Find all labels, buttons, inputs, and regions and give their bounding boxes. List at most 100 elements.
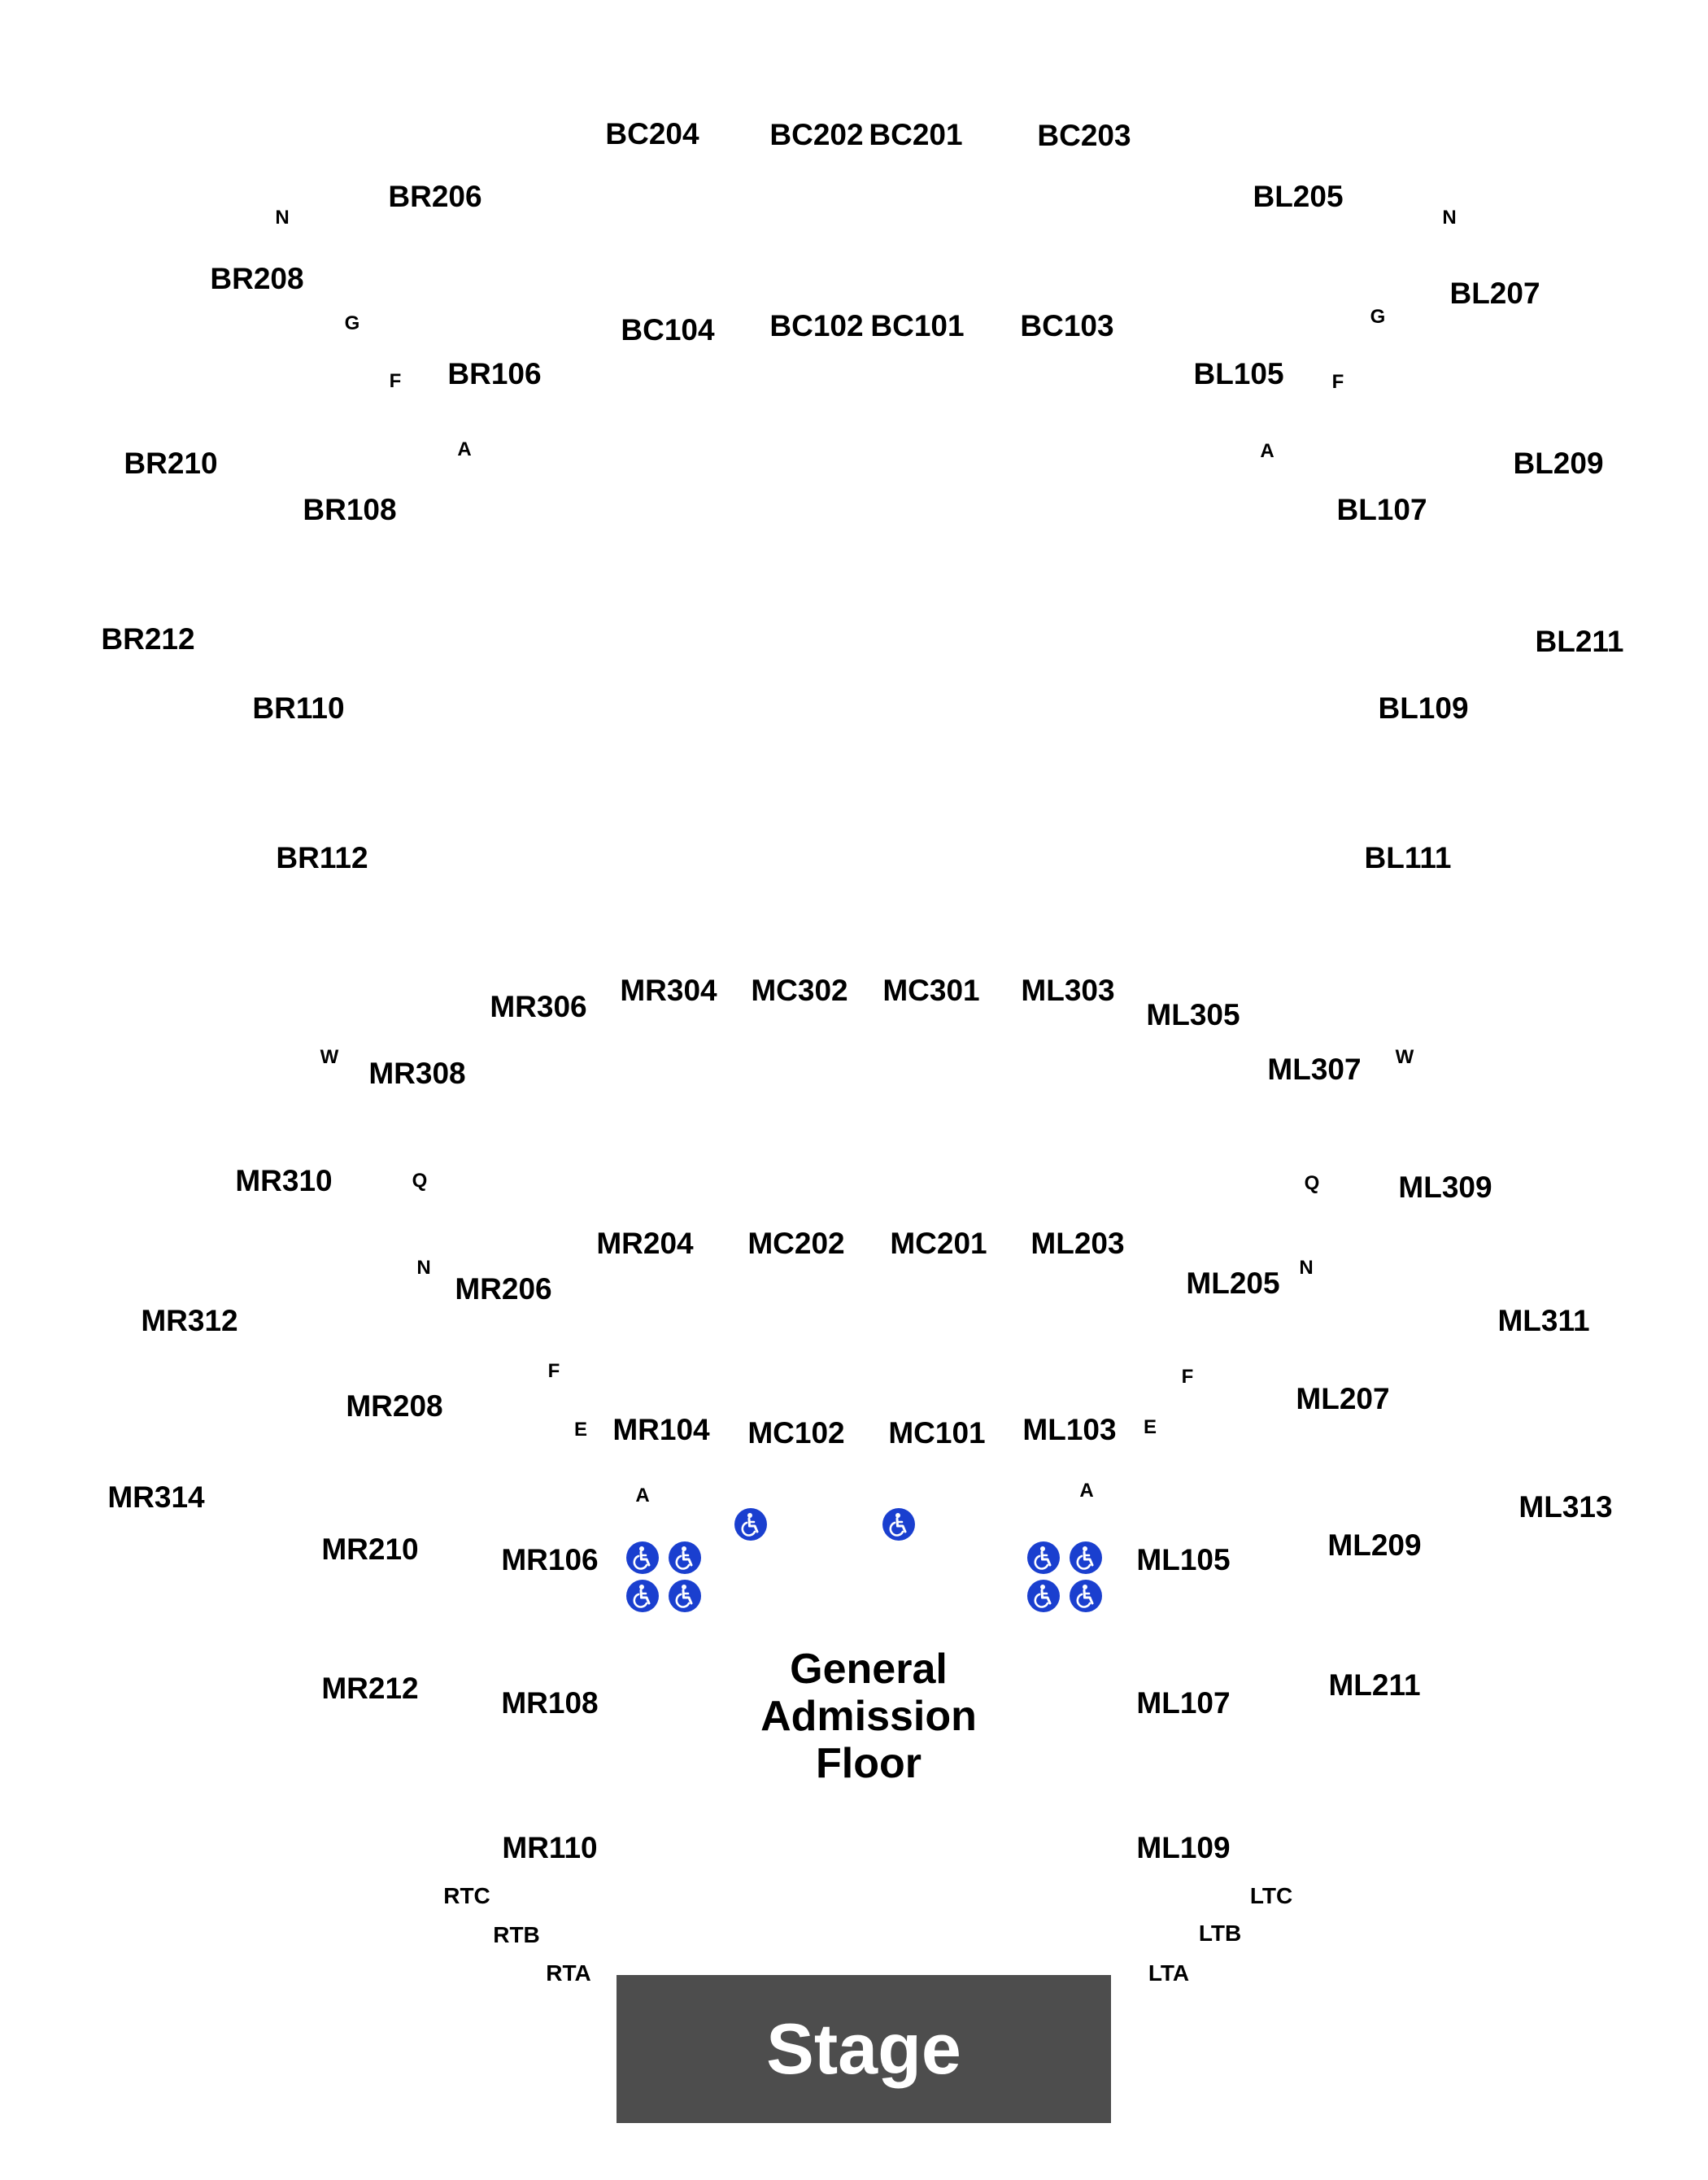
section-bc103[interactable]: BC103 bbox=[1020, 309, 1114, 342]
row-label-a: A bbox=[1260, 440, 1274, 462]
section-mr104[interactable]: MR104 bbox=[612, 1413, 710, 1446]
section-ml303[interactable]: ML303 bbox=[1021, 974, 1115, 1007]
section-br212[interactable]: BR212 bbox=[101, 622, 195, 656]
row-label-g: G bbox=[1370, 306, 1386, 328]
row-label-f: F bbox=[1181, 1366, 1194, 1388]
row-label-a: A bbox=[635, 1485, 650, 1506]
section-bc101[interactable]: BC101 bbox=[870, 309, 965, 342]
section-ml109[interactable]: ML109 bbox=[1136, 1831, 1231, 1864]
box-lta[interactable]: LTA bbox=[1148, 1960, 1190, 1986]
section-bl211[interactable]: BL211 bbox=[1535, 625, 1624, 658]
section-ml211[interactable]: ML211 bbox=[1328, 1668, 1421, 1702]
section-mc101[interactable]: MC101 bbox=[888, 1416, 986, 1450]
section-mr106[interactable]: MR106 bbox=[501, 1543, 599, 1576]
wheelchair-icon[interactable] bbox=[626, 1541, 659, 1574]
row-label-w: W bbox=[1395, 1046, 1414, 1068]
row-label-n: N bbox=[416, 1257, 431, 1279]
section-bl111[interactable]: BL111 bbox=[1364, 841, 1452, 874]
section-br106[interactable]: BR106 bbox=[447, 357, 542, 390]
section-bc202[interactable]: BC202 bbox=[769, 118, 864, 151]
section-mr110[interactable]: MR110 bbox=[502, 1831, 598, 1864]
section-ml313[interactable]: ML313 bbox=[1518, 1490, 1613, 1524]
box-rta[interactable]: RTA bbox=[546, 1960, 591, 1986]
section-br206[interactable]: BR206 bbox=[388, 180, 482, 213]
row-label-n: N bbox=[1442, 207, 1457, 229]
row-label-e: E bbox=[1143, 1416, 1157, 1438]
row-label-n: N bbox=[275, 207, 290, 229]
section-bc204[interactable]: BC204 bbox=[605, 117, 699, 150]
section-mr308[interactable]: MR308 bbox=[368, 1057, 466, 1090]
box-ltc[interactable]: LTC bbox=[1249, 1883, 1293, 1908]
floor-label-line: General bbox=[790, 1646, 948, 1693]
section-mr306[interactable]: MR306 bbox=[490, 990, 587, 1023]
section-ml309[interactable]: ML309 bbox=[1398, 1171, 1492, 1204]
stage-label: Stage bbox=[766, 2008, 961, 2089]
row-label-e: E bbox=[573, 1419, 588, 1441]
wheelchair-icon[interactable] bbox=[1027, 1541, 1060, 1574]
section-mc302[interactable]: MC302 bbox=[751, 974, 848, 1007]
section-bc203[interactable]: BC203 bbox=[1037, 119, 1131, 152]
section-mc201[interactable]: MC201 bbox=[890, 1227, 987, 1260]
row-label-f: F bbox=[547, 1360, 560, 1382]
section-ml305[interactable]: ML305 bbox=[1146, 998, 1240, 1031]
general-admission-floor[interactable]: General Admission Floor bbox=[760, 1646, 977, 1787]
wheelchair-icon[interactable] bbox=[669, 1580, 701, 1612]
wheelchair-icon[interactable] bbox=[882, 1508, 915, 1541]
section-br208[interactable]: BR208 bbox=[210, 262, 304, 295]
wheelchair-icon[interactable] bbox=[1070, 1541, 1102, 1574]
row-label-w: W bbox=[320, 1046, 339, 1068]
section-bl207[interactable]: BL207 bbox=[1449, 277, 1540, 310]
section-ml105[interactable]: ML105 bbox=[1136, 1543, 1231, 1576]
section-ml103[interactable]: ML103 bbox=[1022, 1413, 1117, 1446]
section-bc201[interactable]: BC201 bbox=[869, 118, 963, 151]
section-bl109[interactable]: BL109 bbox=[1378, 691, 1469, 725]
wheelchair-icon[interactable] bbox=[1070, 1580, 1102, 1612]
section-mr206[interactable]: MR206 bbox=[455, 1272, 552, 1306]
section-mc301[interactable]: MC301 bbox=[882, 974, 980, 1007]
row-label-a: A bbox=[457, 438, 472, 460]
section-bl205[interactable]: BL205 bbox=[1253, 180, 1344, 213]
section-bl105[interactable]: BL105 bbox=[1193, 357, 1284, 390]
wheelchair-icon[interactable] bbox=[626, 1580, 659, 1612]
row-label-a: A bbox=[1079, 1480, 1094, 1502]
section-bl209[interactable]: BL209 bbox=[1513, 447, 1604, 480]
row-label-q: Q bbox=[412, 1170, 428, 1192]
row-label-f: F bbox=[389, 370, 402, 392]
section-br108[interactable]: BR108 bbox=[303, 493, 397, 526]
section-bc102[interactable]: BC102 bbox=[769, 309, 864, 342]
section-ml209[interactable]: ML209 bbox=[1327, 1528, 1422, 1562]
section-ml207[interactable]: ML207 bbox=[1296, 1382, 1390, 1415]
row-label-q: Q bbox=[1304, 1172, 1320, 1194]
wheelchair-icon[interactable] bbox=[1027, 1580, 1060, 1612]
section-ml107[interactable]: ML107 bbox=[1136, 1686, 1231, 1720]
section-br112[interactable]: BR112 bbox=[276, 841, 368, 874]
box-rtb[interactable]: RTB bbox=[493, 1922, 540, 1947]
section-mr210[interactable]: MR210 bbox=[321, 1533, 419, 1566]
row-label-n: N bbox=[1299, 1257, 1314, 1279]
row-label-f: F bbox=[1331, 371, 1344, 393]
section-mr304[interactable]: MR304 bbox=[620, 974, 717, 1007]
section-mr212[interactable]: MR212 bbox=[321, 1672, 419, 1705]
section-br210[interactable]: BR210 bbox=[124, 447, 218, 480]
wheelchair-icon[interactable] bbox=[734, 1508, 767, 1541]
section-mr312[interactable]: MR312 bbox=[141, 1304, 238, 1337]
section-mc102[interactable]: MC102 bbox=[747, 1416, 845, 1450]
section-br110[interactable]: BR110 bbox=[252, 691, 345, 725]
section-ml205[interactable]: ML205 bbox=[1186, 1267, 1280, 1300]
box-rtc[interactable]: RTC bbox=[443, 1883, 490, 1908]
section-ml311[interactable]: ML311 bbox=[1497, 1304, 1590, 1337]
stage: Stage bbox=[617, 1975, 1111, 2123]
section-mr314[interactable]: MR314 bbox=[107, 1480, 205, 1514]
wheelchair-icon[interactable] bbox=[669, 1541, 701, 1574]
section-bc104[interactable]: BC104 bbox=[621, 313, 715, 347]
box-ltb[interactable]: LTB bbox=[1198, 1921, 1242, 1946]
section-mr108[interactable]: MR108 bbox=[501, 1686, 599, 1720]
section-mr208[interactable]: MR208 bbox=[346, 1389, 443, 1423]
section-bl107[interactable]: BL107 bbox=[1336, 493, 1427, 526]
section-mr204[interactable]: MR204 bbox=[596, 1227, 694, 1260]
section-ml307[interactable]: ML307 bbox=[1267, 1053, 1362, 1086]
section-mc202[interactable]: MC202 bbox=[747, 1227, 845, 1260]
section-mr310[interactable]: MR310 bbox=[235, 1164, 333, 1197]
section-ml203[interactable]: ML203 bbox=[1030, 1227, 1125, 1260]
floor-label-line: Admission bbox=[760, 1693, 977, 1740]
